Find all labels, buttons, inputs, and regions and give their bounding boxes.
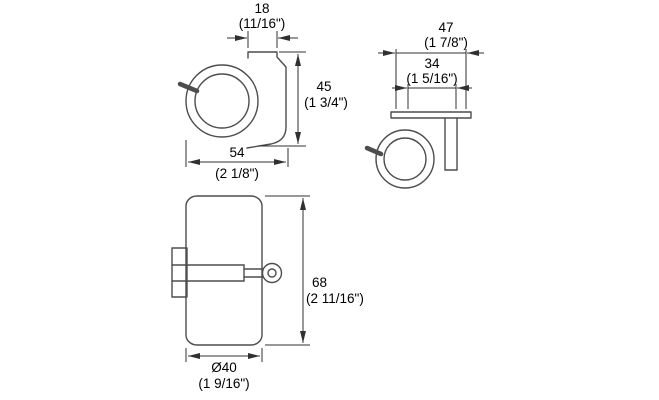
dim-plate-width-inches: (1 7/8")	[424, 35, 468, 50]
dim-overall-width-inches: (2 1/8")	[215, 166, 259, 181]
dim-stem-width-mm: 18	[254, 1, 269, 16]
dim-height-mm: 45	[316, 79, 331, 94]
dimension-stem-width: 18 (11/16")	[227, 1, 298, 48]
dim-inner-spacing-inches: (1 5/16")	[406, 71, 457, 86]
axle-ring-outer	[261, 262, 283, 284]
dimension-side-height: 45 (1 3/4")	[258, 51, 348, 147]
wheel-inner-circle	[194, 73, 250, 129]
dimension-inner-spacing: 34 (1 5/16")	[392, 56, 472, 109]
dimension-overall-width: 54 (2 1/8")	[185, 140, 289, 181]
dimension-wheel-height: 68 (2 11/16")	[265, 195, 364, 346]
dim-height-inches: (1 3/4")	[304, 95, 348, 110]
wheel-outer-circle	[185, 64, 259, 138]
mount-bracket-outline	[246, 51, 287, 149]
brake-pin	[364, 145, 384, 157]
dim-wheel-diameter-inches: (1 9/16")	[198, 376, 249, 391]
dim-plate-width-mm: 47	[438, 20, 453, 35]
fork-bracket	[171, 247, 188, 298]
dim-wheel-height-mm: 68	[312, 275, 327, 290]
brake-pin	[177, 81, 200, 94]
dimension-plate-width: 47 (1 7/8")	[378, 20, 484, 109]
wheel-outer-circle	[375, 129, 435, 189]
caster-plate-view	[364, 111, 472, 189]
dim-overall-width-mm: 54	[229, 145, 245, 160]
dim-inner-spacing-mm: 34	[424, 56, 440, 71]
axle-ring-inner	[267, 268, 277, 278]
dim-wheel-height-inches: (2 11/16")	[306, 291, 364, 306]
dim-wheel-diameter-mm: Ø40	[211, 360, 237, 375]
wheel-front-view	[171, 195, 283, 346]
caster-side-view	[177, 51, 287, 149]
dimension-wheel-diameter: Ø40 (1 9/16")	[185, 348, 263, 391]
mount-plate	[390, 111, 472, 119]
wheel-inner-circle	[383, 137, 427, 181]
dim-stem-width-inches: (11/16")	[239, 16, 286, 31]
wheel-cylinder-body	[185, 195, 263, 346]
